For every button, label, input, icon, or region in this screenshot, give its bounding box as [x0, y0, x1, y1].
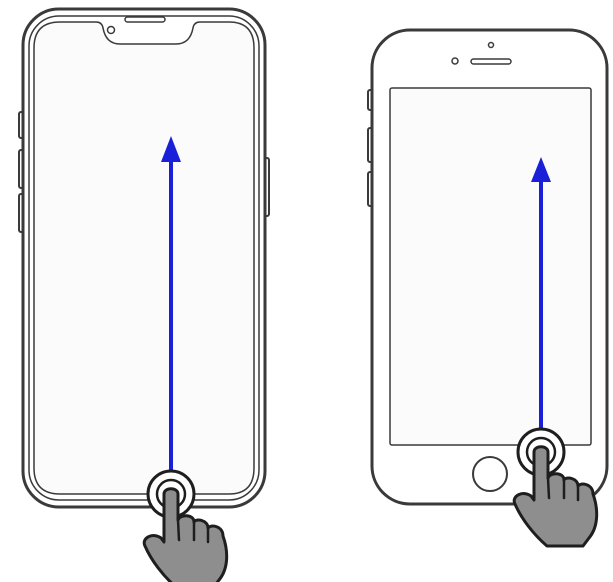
- left-phone-speaker: [125, 17, 165, 22]
- right-phone-front-camera: [489, 43, 494, 48]
- left-phone-front-camera: [108, 27, 115, 34]
- right-phone-sensor: [452, 58, 458, 64]
- right-phone-speaker: [471, 59, 511, 64]
- left-phone-screen: [34, 22, 254, 494]
- right-phone-screen: [390, 88, 591, 445]
- left-phone: [19, 9, 269, 582]
- right-phone: [368, 30, 607, 546]
- right-phone-home-button: [473, 457, 507, 491]
